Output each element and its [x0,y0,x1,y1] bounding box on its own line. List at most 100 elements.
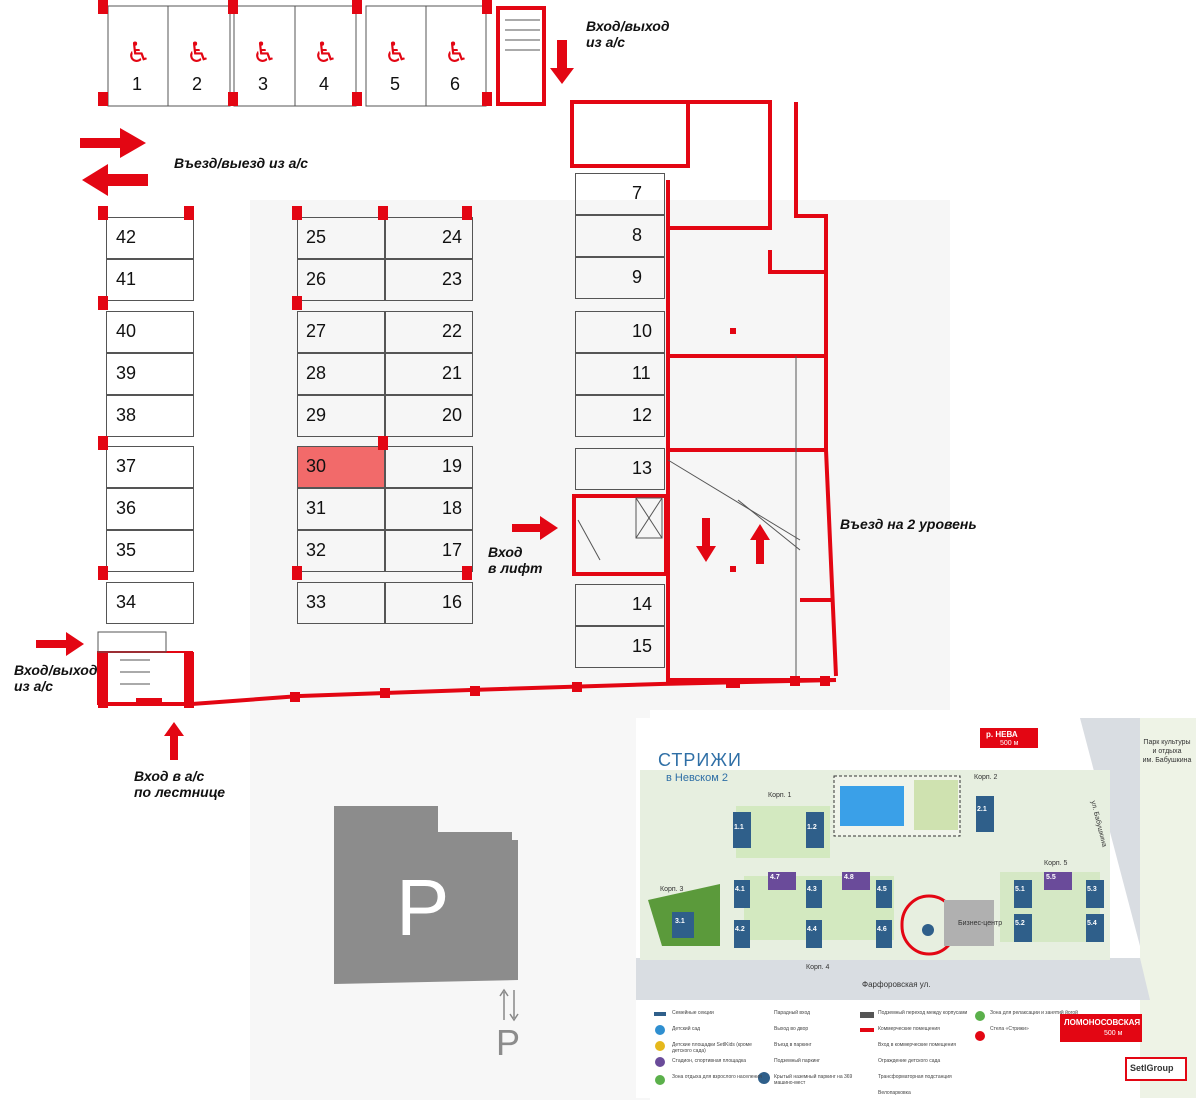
parking-spot-number: 8 [632,225,643,245]
wheelchair-icon: ♿ [186,36,212,69]
parking-spot[interactable] [106,353,194,395]
parking-spot[interactable] [575,626,665,668]
parking-spot[interactable] [385,446,473,488]
parking-spot[interactable] [297,446,385,488]
parking-spot[interactable] [297,353,385,395]
biz-center: Бизнес-центр [958,920,1003,927]
parking-spot-number: 18 [442,498,463,518]
parking-spot[interactable] [106,217,194,259]
parking-spot[interactable] [106,488,194,530]
map-brand-sub: в Невском 2 [666,772,728,784]
parking-spot-number: 22 [442,321,463,341]
handicap-spot-number: 3 [258,74,269,94]
parking-spot[interactable] [297,217,385,259]
parking-spot-number: 32 [306,540,327,560]
parking-spot-number: 39 [116,363,137,383]
parking-spot-number: 24 [442,227,463,247]
parking-spot[interactable] [297,488,385,530]
metro-label: ЛОМОНОСОВСКАЯ [1064,1018,1141,1027]
wall-post [292,566,302,580]
parking-spot-number: 29 [306,405,327,425]
parking-spot[interactable] [575,395,665,437]
map-building-label: 4.6 [877,926,887,933]
parking-sign: P [396,863,450,952]
wall-post [378,436,388,450]
parking-spot[interactable] [385,395,473,437]
parking-spot-number: 36 [116,498,137,518]
legend-item: Стадион, спортивная площадка [672,1058,747,1064]
parking-spot-number: 31 [306,498,327,518]
wall-post [292,206,302,220]
korp-4: Корп. 4 [806,964,830,971]
wall-post [98,566,108,580]
map-building-label: 5.5 [1046,874,1056,881]
map-building-label: 5.3 [1087,886,1097,893]
handicap-spot-number: 1 [132,74,143,94]
parking-spot-number: 23 [442,269,463,289]
parking-spot[interactable] [297,530,385,572]
legend-item: Крытый наземный паркинг на 369 машино-ме… [774,1074,853,1086]
parking-spot-number: 34 [116,592,137,612]
parking-spot-number: 40 [116,321,137,341]
map-building-label: 4.3 [807,886,817,893]
parking-spot[interactable] [575,173,665,215]
map-building-label: 4.4 [807,926,817,933]
parking-spot-number: 14 [632,594,653,614]
parking-spot[interactable] [575,353,665,395]
legend-item: Зона отдыха для взрослого населения [672,1074,762,1080]
parking-spot-number: 42 [116,227,137,247]
legend-item: Семейные секции [672,1010,714,1016]
parking-spot-number: 17 [442,540,463,560]
parking-spot-number: 28 [306,363,327,383]
parking-spot[interactable] [297,311,385,353]
legend-item: Ограждение детского сада [878,1058,941,1064]
wall-post [184,206,194,220]
parking-spot[interactable] [385,259,473,301]
map-building-label: 3.1 [675,918,685,925]
parking-spot-number: 38 [116,405,137,425]
parking-spot-number: 7 [632,183,643,203]
parking-spot-number: 33 [306,592,327,612]
legend-item: Выход во двор [774,1026,809,1032]
parking-spot[interactable] [385,353,473,395]
map-building-label: 5.4 [1087,920,1097,927]
parking-spot-number: 10 [632,321,653,341]
level2-label: Въезд на 2 уровень [840,516,977,532]
legend-item: Въезд в паркинг [774,1042,812,1048]
parking-spot[interactable] [106,311,194,353]
parking-spot[interactable] [106,395,194,437]
parking-spot[interactable] [297,259,385,301]
parking-spot[interactable] [385,582,473,624]
legend-item: Велопарковка [878,1090,911,1096]
parking-spot[interactable] [575,584,665,626]
map-building-label: 4.5 [877,886,887,893]
parking-spot[interactable] [106,259,194,301]
parking-spot[interactable] [106,530,194,572]
parking-spot[interactable] [385,488,473,530]
parking-spot[interactable] [106,446,194,488]
river-dist: 500 м [1000,740,1019,747]
parking-spot[interactable] [575,257,665,299]
parking-spot[interactable] [385,311,473,353]
parking-spot[interactable] [575,448,665,490]
legend-item: Трансформаторная подстанция [878,1074,952,1080]
legend-item: Парадный вход [774,1010,811,1016]
handicap-row [107,5,487,107]
parking-spot-number: 16 [442,592,463,612]
parking-spot[interactable] [297,395,385,437]
parking-spot-number: 12 [632,405,653,425]
wheelchair-icon: ♿ [126,36,152,69]
korp-1: Корп. 1 [768,792,792,799]
parking-spot[interactable] [385,530,473,572]
parking-spot-number: 26 [306,269,327,289]
parking-spot[interactable] [106,582,194,624]
parking-spot[interactable] [385,217,473,259]
parking-spot-number: 20 [442,405,463,425]
parking-spot[interactable] [297,582,385,624]
parking-spot[interactable] [575,311,665,353]
parking-spot-number: 41 [116,269,137,289]
parking-spot[interactable] [575,215,665,257]
handicap-spot-number: 5 [390,74,401,94]
